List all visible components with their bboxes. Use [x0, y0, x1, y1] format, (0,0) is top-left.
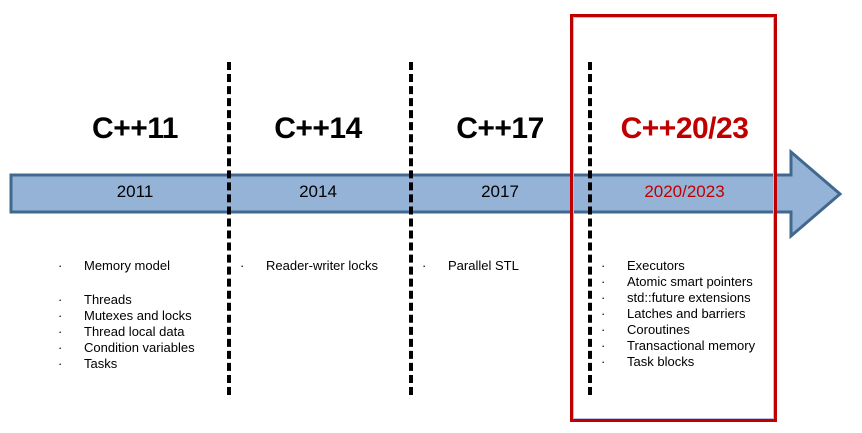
feature-list-cpp2023: ·Executors·Atomic smart pointers·std::fu… — [601, 258, 755, 370]
cpp20-23-highlight-box — [570, 14, 777, 422]
feature-item-label: Atomic smart pointers — [627, 274, 753, 289]
divider-2011-2014 — [227, 62, 231, 395]
feature-item: · Coroutines — [601, 322, 755, 338]
bullet-icon: · — [58, 258, 63, 273]
feature-item: · Memory model — [58, 258, 195, 274]
feature-item: · Condition variables — [58, 340, 195, 356]
bullet-icon: · — [601, 338, 606, 353]
timeline-arrow-shape — [9, 148, 843, 240]
feature-item-label: std::future extensions — [627, 290, 751, 305]
feature-item-label: Reader-writer locks — [266, 258, 378, 273]
era-year-2017: 2017 — [481, 182, 519, 201]
feature-item: · std::future extensions — [601, 290, 755, 306]
feature-item-label: Coroutines — [627, 322, 690, 337]
era-title-cpp17: C++17 — [456, 112, 544, 145]
feature-item: · Latches and barriers — [601, 306, 755, 322]
bullet-icon: · — [58, 340, 63, 355]
feature-list-cpp17: · Parallel STL — [422, 258, 519, 274]
feature-item: · Reader-writer locks — [240, 258, 378, 274]
era-title-cpp14: C++14 — [274, 112, 362, 145]
feature-item: · Transactional memory — [601, 338, 755, 354]
era-title-cpp11: C++11 — [92, 112, 178, 145]
feature-item-label: Threads — [84, 292, 132, 307]
feature-item: · Executors — [601, 258, 755, 274]
era-year-2014: 2014 — [299, 182, 337, 201]
feature-item-label: Mutexes and locks — [84, 308, 192, 323]
feature-item-label: Parallel STL — [448, 258, 519, 273]
feature-item: · Parallel STL — [422, 258, 519, 274]
era-year-2020-2023: 2020/2023 — [644, 182, 725, 201]
era-year-2011: 2011 — [116, 182, 154, 201]
bullet-icon: · — [58, 356, 63, 371]
bullet-icon: · — [601, 354, 606, 369]
era-title-cpp2023: C++20/23 — [620, 112, 749, 145]
feature-item: · Threads — [58, 292, 195, 308]
feature-item-label: Thread local data — [84, 324, 185, 339]
timeline-arrow — [0, 148, 862, 240]
feature-item: · Thread local data — [58, 324, 195, 340]
feature-item-label: Executors — [627, 258, 685, 273]
feature-item-label: Transactional memory — [627, 338, 756, 353]
feature-list-cpp14: · Reader-writer locks — [240, 258, 378, 274]
feature-item-label: Memory model — [84, 258, 170, 273]
feature-item-label: Condition variables — [84, 340, 195, 355]
bullet-icon: · — [58, 292, 63, 307]
feature-item-label: Latches and barriers — [627, 306, 746, 321]
bullet-icon: · — [601, 258, 606, 273]
divider-2017-2020 — [588, 62, 592, 395]
bullet-icon: · — [422, 258, 427, 273]
feature-item: · Task blocks — [601, 354, 755, 370]
bullet-icon: · — [601, 306, 606, 321]
bullet-icon: · — [58, 324, 63, 339]
feature-item: · Mutexes and locks — [58, 308, 195, 324]
feature-list-cpp11: ·Memory model·Threads·Mutexes and locks·… — [58, 258, 195, 372]
divider-2014-2017 — [409, 62, 413, 395]
feature-item-label: Tasks — [84, 356, 118, 371]
feature-item: · Tasks — [58, 356, 195, 372]
bullet-icon: · — [601, 290, 606, 305]
feature-item: · Atomic smart pointers — [601, 274, 755, 290]
bullet-icon: · — [240, 258, 245, 273]
bullet-icon: · — [58, 308, 63, 323]
feature-item-label: Task blocks — [627, 354, 695, 369]
bullet-icon: · — [601, 322, 606, 337]
bullet-icon: · — [601, 274, 606, 289]
